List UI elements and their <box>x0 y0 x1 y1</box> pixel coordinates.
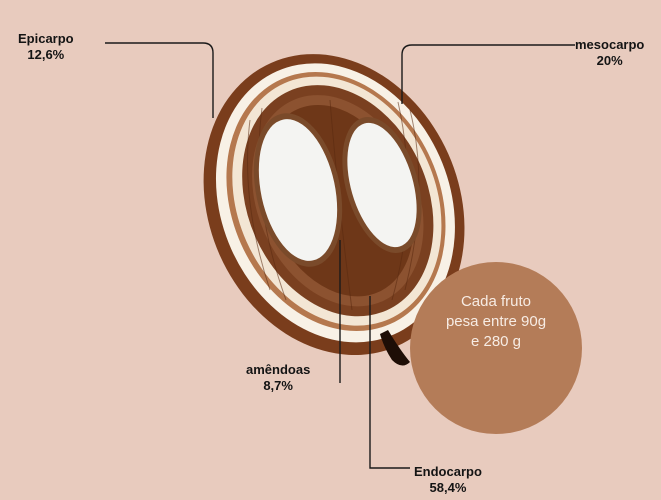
info-bubble-text: Cada fruto pesa entre 90g e 280 g <box>410 292 582 352</box>
label-endocarpo-value: 58,4% <box>414 480 482 496</box>
label-epicarpo-value: 12,6% <box>18 47 74 63</box>
label-amendoas-name: amêndoas <box>246 362 310 378</box>
label-amendoas: amêndoas 8,7% <box>246 362 310 394</box>
label-mesocarpo-name: mesocarpo <box>575 37 644 53</box>
label-amendoas-value: 8,7% <box>246 378 310 394</box>
label-mesocarpo-value: 20% <box>575 53 644 69</box>
bubble-line-1: Cada fruto <box>410 292 582 312</box>
bubble-line-3: e 280 g <box>410 332 582 352</box>
label-epicarpo-name: Epicarpo <box>18 31 74 47</box>
label-epicarpo: Epicarpo 12,6% <box>18 31 74 63</box>
bubble-line-2: pesa entre 90g <box>410 312 582 332</box>
label-endocarpo: Endocarpo 58,4% <box>414 464 482 496</box>
label-endocarpo-name: Endocarpo <box>414 464 482 480</box>
label-mesocarpo: mesocarpo 20% <box>575 37 644 69</box>
